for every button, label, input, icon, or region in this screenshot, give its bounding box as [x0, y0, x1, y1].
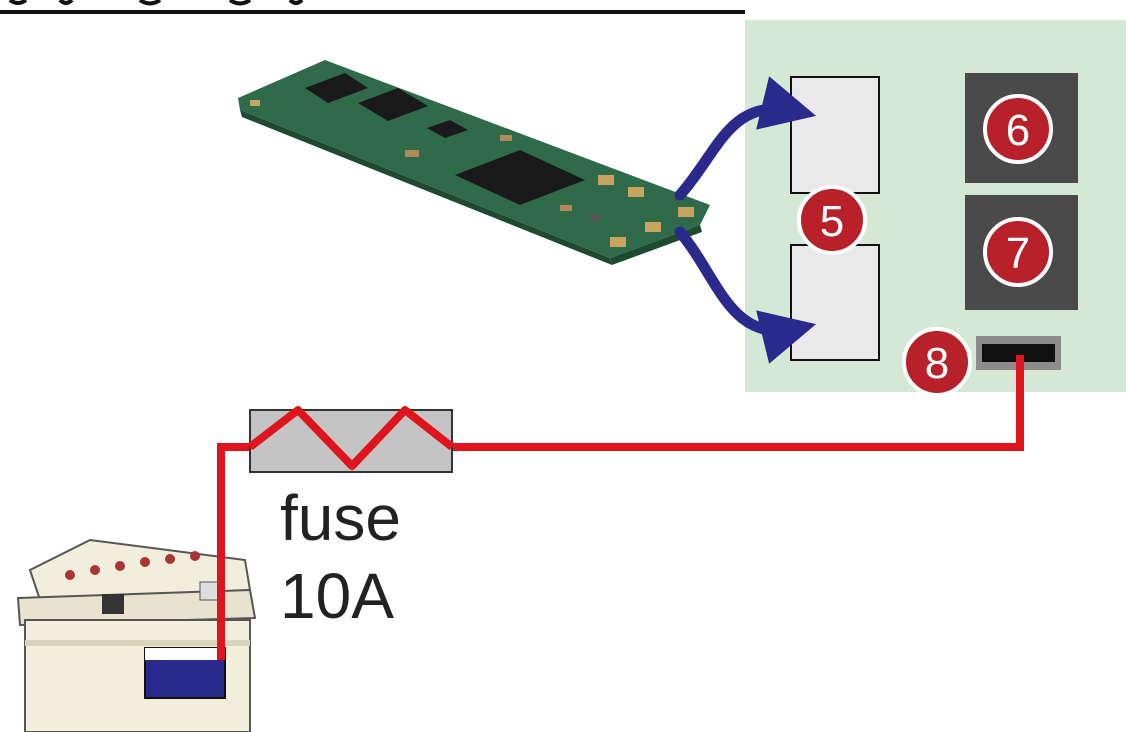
svg-text:5: 5 [820, 197, 844, 246]
pcb-board-icon [238, 60, 710, 265]
svg-text:7: 7 [1006, 229, 1030, 278]
fuse-icon [247, 406, 455, 473]
arrow-to-lower-slot [674, 226, 817, 364]
marker-7: 7 [983, 217, 1053, 287]
terminal-8-slot [982, 344, 1055, 362]
heading-fragment [0, 0, 745, 14]
marker-5: 5 [797, 185, 867, 255]
slot-upper [790, 76, 880, 194]
fuse-label: fuse [280, 482, 401, 554]
svg-text:8: 8 [925, 339, 949, 388]
red-wire-right [452, 355, 1024, 451]
svg-text:6: 6 [1006, 106, 1030, 155]
car-battery-icon [16, 538, 257, 732]
fuse-rating: 10A [280, 560, 394, 632]
marker-8: 8 [902, 327, 972, 397]
arrow-to-upper-slot [674, 76, 817, 201]
fuse-filament [247, 406, 455, 470]
marker-6: 6 [983, 94, 1053, 164]
slot-lower [790, 244, 880, 361]
